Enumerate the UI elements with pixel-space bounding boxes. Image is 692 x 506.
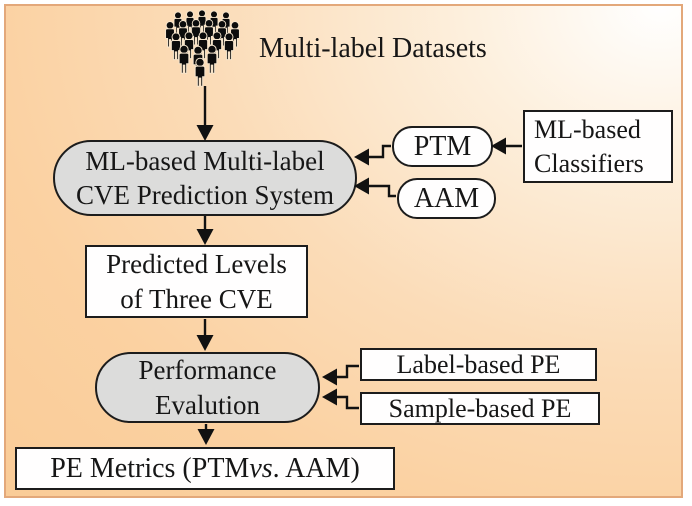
system-label-line2: CVE Prediction System [76, 180, 334, 210]
sample-based-pe-node: Sample-based PE [360, 392, 600, 425]
system-label-line1: ML-based Multi-label [85, 145, 325, 176]
ptm-node: PTM [392, 126, 493, 167]
performance-label-line1: Performance [138, 355, 277, 386]
prediction-system-node: ML-based Multi-label CVE Prediction Syst… [53, 140, 357, 216]
aam-label: AAM [413, 182, 480, 214]
ptm-label: PTM [413, 130, 472, 162]
pe-metrics-node: PE Metrics (PTM vs. AAM) [15, 447, 395, 490]
datasets-label-text: Multi-label Datasets [259, 33, 487, 64]
classifiers-label-line2: Classifiers [534, 148, 644, 178]
sample-based-pe-label: Sample-based PE [388, 394, 572, 423]
datasets-label: Multi-label Datasets [259, 26, 487, 72]
pe-metrics-prefix: PE Metrics (PTM [50, 452, 250, 484]
label-based-pe-label: Label-based PE [396, 350, 561, 379]
predicted-label-line1: Predicted Levels [106, 249, 287, 280]
performance-evaluation-node: Performance Evalution [95, 352, 320, 423]
pe-metrics-vs: vs [249, 452, 273, 484]
classifiers-label-line1: ML-based [534, 115, 641, 145]
predicted-levels-node: Predicted Levels of Three CVE [85, 245, 308, 318]
label-based-pe-node: Label-based PE [360, 348, 597, 381]
aam-node: AAM [397, 178, 496, 219]
predicted-label-line2: of Three CVE [120, 283, 273, 314]
performance-label-line2: Evalution [155, 389, 260, 420]
classifiers-node: ML-based Classifiers [523, 110, 673, 183]
pe-metrics-suffix: . AAM) [272, 452, 360, 484]
crowd-people-icon [165, 9, 240, 87]
